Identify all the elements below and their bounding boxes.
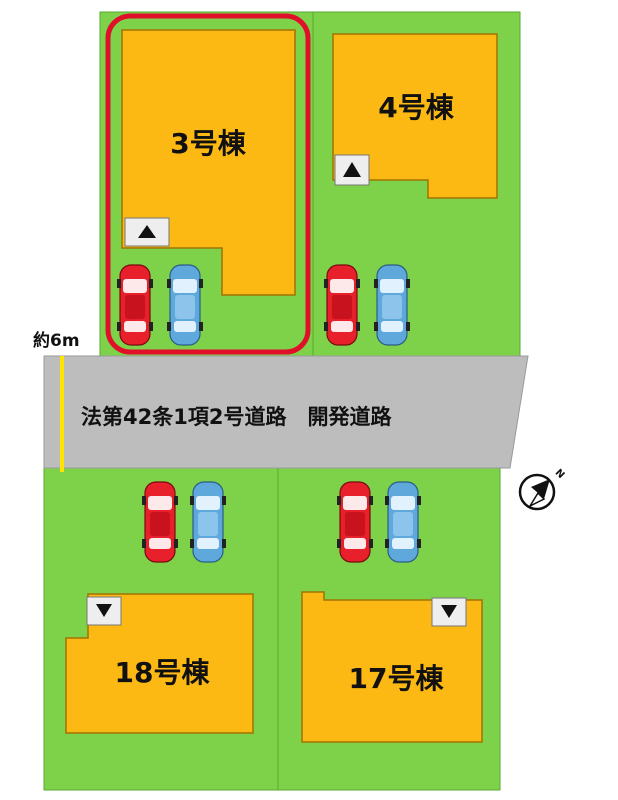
car-blue-icon [189, 481, 227, 563]
triangle-up-icon [138, 225, 156, 238]
lot-3-entrance-marker [124, 217, 170, 247]
triangle-up-icon [343, 162, 361, 177]
lot-17-label: 17号棟 [349, 662, 445, 695]
road [43, 355, 529, 469]
lot-4-entrance-marker [334, 154, 370, 186]
north-arrow-icon: N [518, 467, 567, 511]
lot-18-house [65, 593, 254, 734]
car-red-icon [323, 264, 361, 346]
car-blue-icon [166, 264, 204, 346]
lot-3-highlight [105, 13, 311, 355]
car-red-icon [116, 264, 154, 346]
lot-17-house [301, 591, 483, 743]
triangle-down-icon [96, 604, 112, 617]
north-label: N [553, 467, 567, 481]
road-label: 法第42条1項2号道路 開発道路 [81, 405, 392, 429]
lot-17-entrance-marker [431, 597, 467, 627]
lot-4-house [332, 33, 498, 199]
lot-18-label: 18号棟 [115, 656, 211, 689]
lot-4-label: 4号棟 [378, 91, 454, 124]
lot-18-entrance-marker [86, 596, 122, 626]
car-blue-icon [384, 481, 422, 563]
lot-3-label: 3号棟 [170, 127, 246, 160]
road-width-label: 約6m [33, 330, 80, 351]
car-blue-icon [373, 264, 411, 346]
triangle-down-icon [441, 605, 457, 618]
car-red-icon [336, 481, 374, 563]
car-red-icon [141, 481, 179, 563]
